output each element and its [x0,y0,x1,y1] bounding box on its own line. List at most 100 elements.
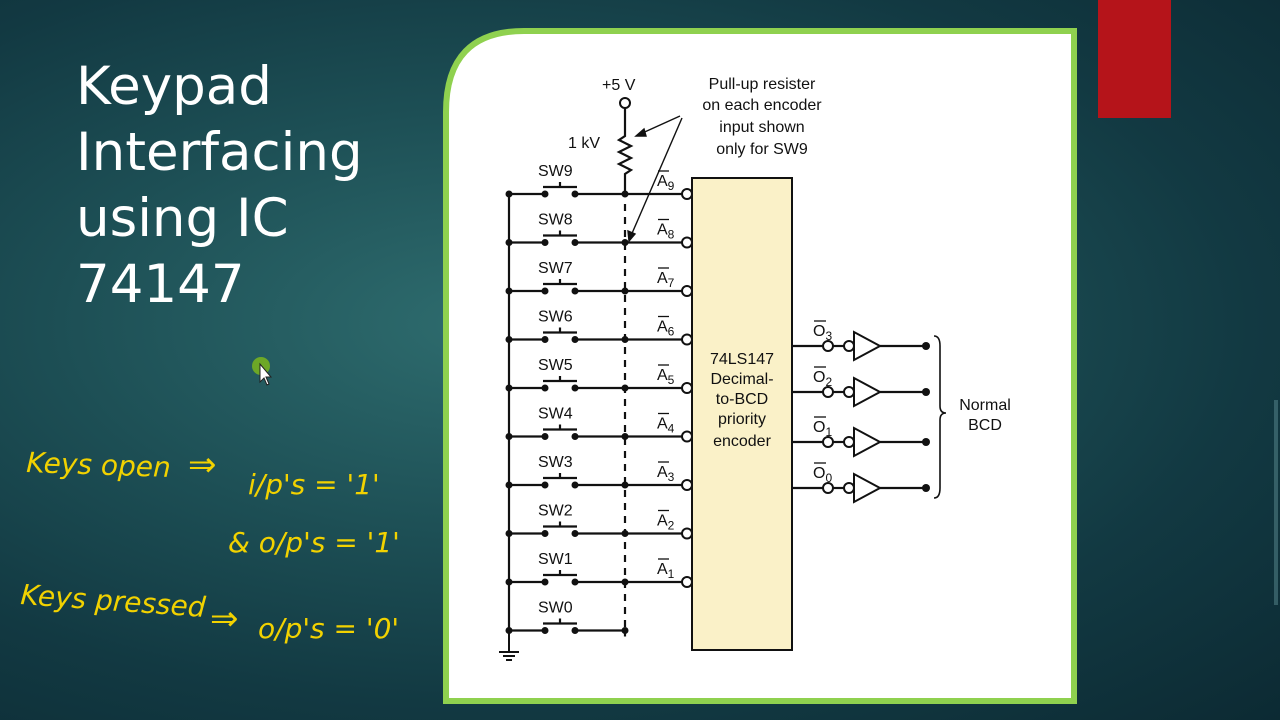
buffer-triangle [853,472,883,504]
switch-contact [541,287,549,295]
output-o2: O2 [792,366,930,408]
edge-mark [1274,400,1278,605]
output-terminal [922,484,930,492]
switch-contact [571,336,579,343]
inversion-bubble [681,188,693,200]
buffer-bubble [843,386,855,398]
switch-label: SW5 [538,357,573,374]
inversion-bubble [681,576,693,588]
title-line: Interfacing [76,122,363,183]
output-group-label: BCD [968,417,1002,434]
switch-contact [541,239,549,246]
buffer-bubble [843,482,855,494]
switch-contact [571,578,579,586]
pullup-note-line: input shown [719,119,804,136]
output-terminal [922,388,930,396]
note-keys-open: Keys open [26,446,172,484]
buffer-triangle [853,330,883,362]
handwritten-notes: Keys open ⇒ i/p's = '1' & o/p's = '1' Ke… [20,445,400,645]
buffer-bubble [843,340,855,352]
switch-contact [541,530,549,537]
switch-label: SW2 [538,503,573,520]
inversion-bubble [681,236,693,249]
switch-sw6: SW6 [509,309,625,343]
pullup-note-line: on each encoder [702,97,822,114]
pullup-note-arrows [627,115,683,243]
switch-label: SW6 [538,309,573,326]
input-a9: A9 [625,170,693,200]
accent-bar [1098,0,1171,118]
inversion-bubble [681,285,693,297]
pullup-note: Pull-up resister on each encoder input s… [702,76,822,158]
resistor-label: 1 kV [568,135,600,152]
ic-label-line: Decimal- [710,371,773,388]
resistor-1k [616,108,634,194]
output-terminal [922,438,930,446]
switch-contact [571,384,579,392]
switch-contact [541,336,549,343]
supply-label: +5 V [602,77,636,94]
switch-sw7: SW7 [509,260,625,295]
note-arrow-1: ⇒ [188,445,217,485]
mouse-pointer-icon [252,357,273,386]
note-outputs-low: o/p's = '0' [258,612,399,645]
output-group-label: Normal [959,397,1011,414]
switch-contact [571,239,579,246]
note-arrow-2: ⇒ [210,599,239,639]
circuit-diagram: SW9SW8SW7SW6SW5SW4SW3SW2SW1SW0A9A8A7A6A5… [443,28,1077,704]
output-terminal [922,342,930,350]
switch-label: SW7 [538,260,573,277]
switch-contact [571,287,579,295]
output-o1: O1 [792,416,930,458]
switch-contact [541,433,549,440]
ic-74ls147 [691,177,793,651]
inversion-bubble [681,333,693,346]
switch-sw0: SW0 [509,600,625,634]
inversion-bubble [681,430,693,443]
title-line: using IC [76,188,289,249]
switch-contact [541,384,549,392]
input-a7: A7 [625,267,693,297]
inversion-bubble [681,479,693,491]
switch-sw1: SW1 [509,551,625,586]
switch-label: SW3 [538,454,573,471]
switch-label: SW4 [538,406,573,423]
title-line: 74147 [76,254,245,315]
ic-label-line: 74LS147 [710,351,774,368]
switch-sw8: SW8 [509,212,625,246]
ic-label: 74LS147 Decimal- to-BCD priority encoder [710,351,774,450]
switch-contact [541,627,549,634]
switch-contact [571,433,579,440]
inversion-bubble [681,382,693,394]
switch-label: SW9 [538,163,573,180]
slide-title: Keypad Interfacing using IC 74147 [76,54,436,318]
ground-icon [499,631,519,661]
switch-contact [571,481,579,489]
ic-label-line: encoder [713,433,771,450]
switch-contact [571,627,579,634]
buffer-bubble [843,436,855,448]
switch-contact [541,190,549,198]
switch-label: SW0 [538,600,573,617]
switch-label: SW8 [538,212,573,229]
pullup-note-line: Pull-up resister [709,76,816,93]
title-line: Keypad [76,56,272,117]
inversion-bubble [681,527,693,540]
switch-contact [541,481,549,489]
ic-label-line: to-BCD [716,391,768,408]
note-inputs-high: i/p's = '1' [248,468,380,501]
switch-contact [541,578,549,586]
supply-terminal [619,97,631,109]
note-outputs-high: & o/p's = '1' [228,526,400,559]
cursor-arrow [259,362,273,386]
switch-contact [571,530,579,537]
switch-label: SW1 [538,551,573,568]
buffer-triangle [853,426,883,458]
ic-label-line: priority [718,411,766,428]
buffer-triangle [853,376,883,408]
switch-contact [571,190,579,198]
switch-sw9: SW9 [509,163,625,198]
switch-sw3: SW3 [509,454,625,489]
switch-sw2: SW2 [509,503,625,537]
switch-sw5: SW5 [509,357,625,392]
